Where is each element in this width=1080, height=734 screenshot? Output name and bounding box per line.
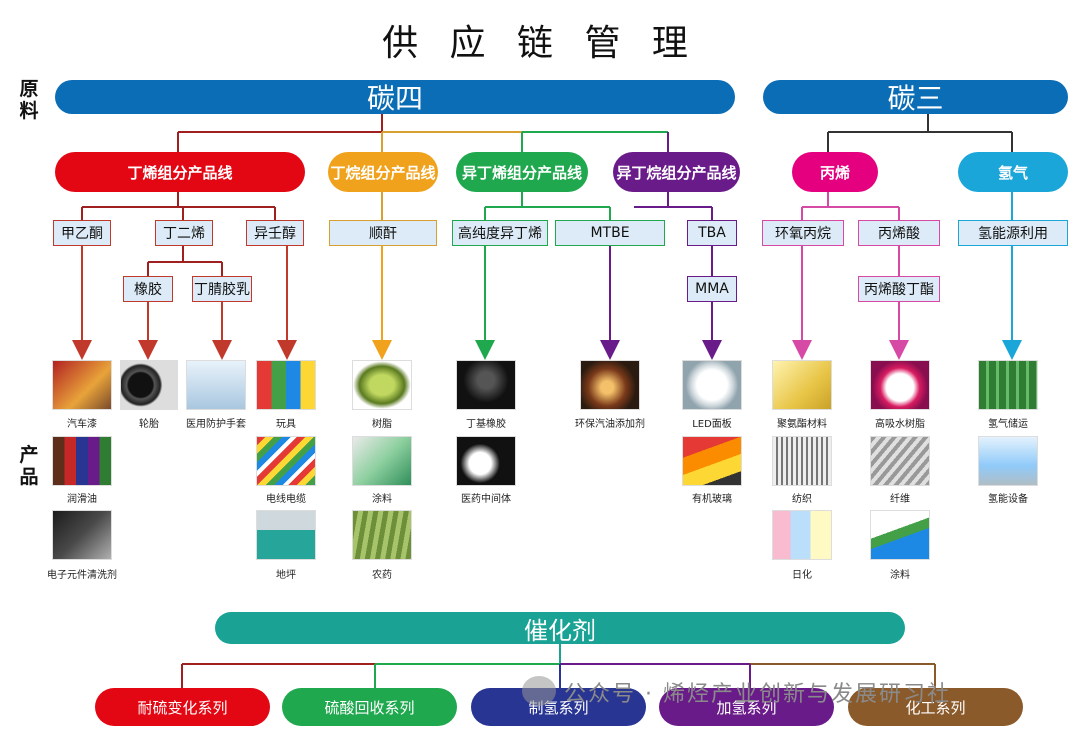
h2-tank-image <box>978 360 1038 410</box>
product-caption: 环保汽油添加剂 <box>575 419 645 430</box>
resin-image <box>352 360 412 410</box>
catalyst-series-2: 硫酸回收系列 <box>282 688 457 726</box>
box-maleic: 顺酐 <box>329 220 437 246</box>
wire-image <box>256 436 316 486</box>
box-butadiene: 丁二烯 <box>155 220 213 246</box>
product-caption: 润滑油 <box>67 494 97 505</box>
isobutene-line: 异丁烯组分产品线 <box>456 152 588 192</box>
sap-image <box>870 360 930 410</box>
led-image <box>682 360 742 410</box>
propylene-line: 丙烯 <box>792 152 878 192</box>
watermark-text: 公众号 · 烯烃产业创新与发展研习社 <box>564 682 951 707</box>
product-caption: 玩具 <box>276 419 296 430</box>
tire-image <box>120 360 178 410</box>
car-paint-image <box>52 360 112 410</box>
catalyst-bar: 催化剂 <box>215 612 905 645</box>
product-caption: 涂料 <box>372 494 392 505</box>
butyl-rubber-image <box>456 360 516 410</box>
product-caption: 电子元件清洗剂 <box>47 570 117 581</box>
product-caption: 高吸水树脂 <box>875 419 925 430</box>
coating-image <box>352 436 412 486</box>
raw-material-label: 原料 <box>19 78 39 122</box>
product-caption: LED面板 <box>692 419 732 430</box>
box-mtbe: MTBE <box>555 220 665 246</box>
product-caption: 医用防护手套 <box>186 419 246 430</box>
textile-image <box>772 436 832 486</box>
product-caption: 聚氨酯材料 <box>777 419 827 430</box>
product-caption: 树脂 <box>372 419 392 430</box>
medical-gloves-image <box>186 360 246 410</box>
catalyst-series-4: 加氢系列 <box>659 688 834 726</box>
c3-bar: 碳三 <box>763 80 1068 115</box>
box-h2-energy: 氢能源利用 <box>958 220 1068 246</box>
product-caption: 纺织 <box>792 494 812 505</box>
electronics-image <box>52 510 112 560</box>
box-mek: 甲乙酮 <box>53 220 111 246</box>
box-butyl-acrylate: 丙烯酸丁酯 <box>858 276 940 302</box>
isobutane-line: 异丁烷组分产品线 <box>613 152 740 192</box>
page-title: 供 应 链 管 理 <box>382 23 698 64</box>
wechat-icon <box>522 676 556 706</box>
box-isononanol: 异壬醇 <box>246 220 304 246</box>
box-tba: TBA <box>687 220 737 246</box>
product-caption: 农药 <box>372 570 392 581</box>
fiber-image <box>870 436 930 486</box>
product-caption: 医药中间体 <box>461 494 511 505</box>
pesticide-image <box>352 510 412 560</box>
hydrogen-line: 氢气 <box>958 152 1068 192</box>
box-nbr-latex: 丁腈胶乳 <box>192 276 252 302</box>
box-po: 环氧丙烷 <box>762 220 844 246</box>
h2-device-image <box>978 436 1038 486</box>
product-caption: 丁基橡胶 <box>466 419 506 430</box>
toys-image <box>256 360 316 410</box>
product-caption: 地坪 <box>276 570 296 581</box>
product-caption: 轮胎 <box>139 419 159 430</box>
box-mma: MMA <box>687 276 737 302</box>
product-caption: 氢气储运 <box>988 419 1028 430</box>
product-caption: 纤维 <box>890 494 910 505</box>
floor-image <box>256 510 316 560</box>
c4-bar: 碳四 <box>55 80 735 115</box>
gasoline-additive-image <box>580 360 640 410</box>
product-caption: 氢能设备 <box>988 494 1028 505</box>
butane-line: 丁烷组分产品线 <box>328 152 438 192</box>
pu-image <box>772 360 832 410</box>
box-hp-isobutene: 高纯度异丁烯 <box>452 220 548 246</box>
box-acrylic: 丙烯酸 <box>858 220 940 246</box>
daily-image <box>772 510 832 560</box>
box-rubber: 橡胶 <box>123 276 173 302</box>
butene-line: 丁烯组分产品线 <box>55 152 305 192</box>
medicine-image <box>456 436 516 486</box>
catalyst-series-5: 化工系列 <box>848 688 1023 726</box>
lubricant-image <box>52 436 112 486</box>
product-caption: 汽车漆 <box>67 419 97 430</box>
product-caption: 日化 <box>792 570 812 581</box>
product-caption: 有机玻璃 <box>692 494 732 505</box>
product-caption: 电线电缆 <box>266 494 306 505</box>
acrylic-sheet-image <box>682 436 742 486</box>
product-label: 产品 <box>19 444 39 488</box>
coating2-image <box>870 510 930 560</box>
catalyst-series-1: 耐硫变化系列 <box>95 688 270 726</box>
product-caption: 涂料 <box>890 570 910 581</box>
